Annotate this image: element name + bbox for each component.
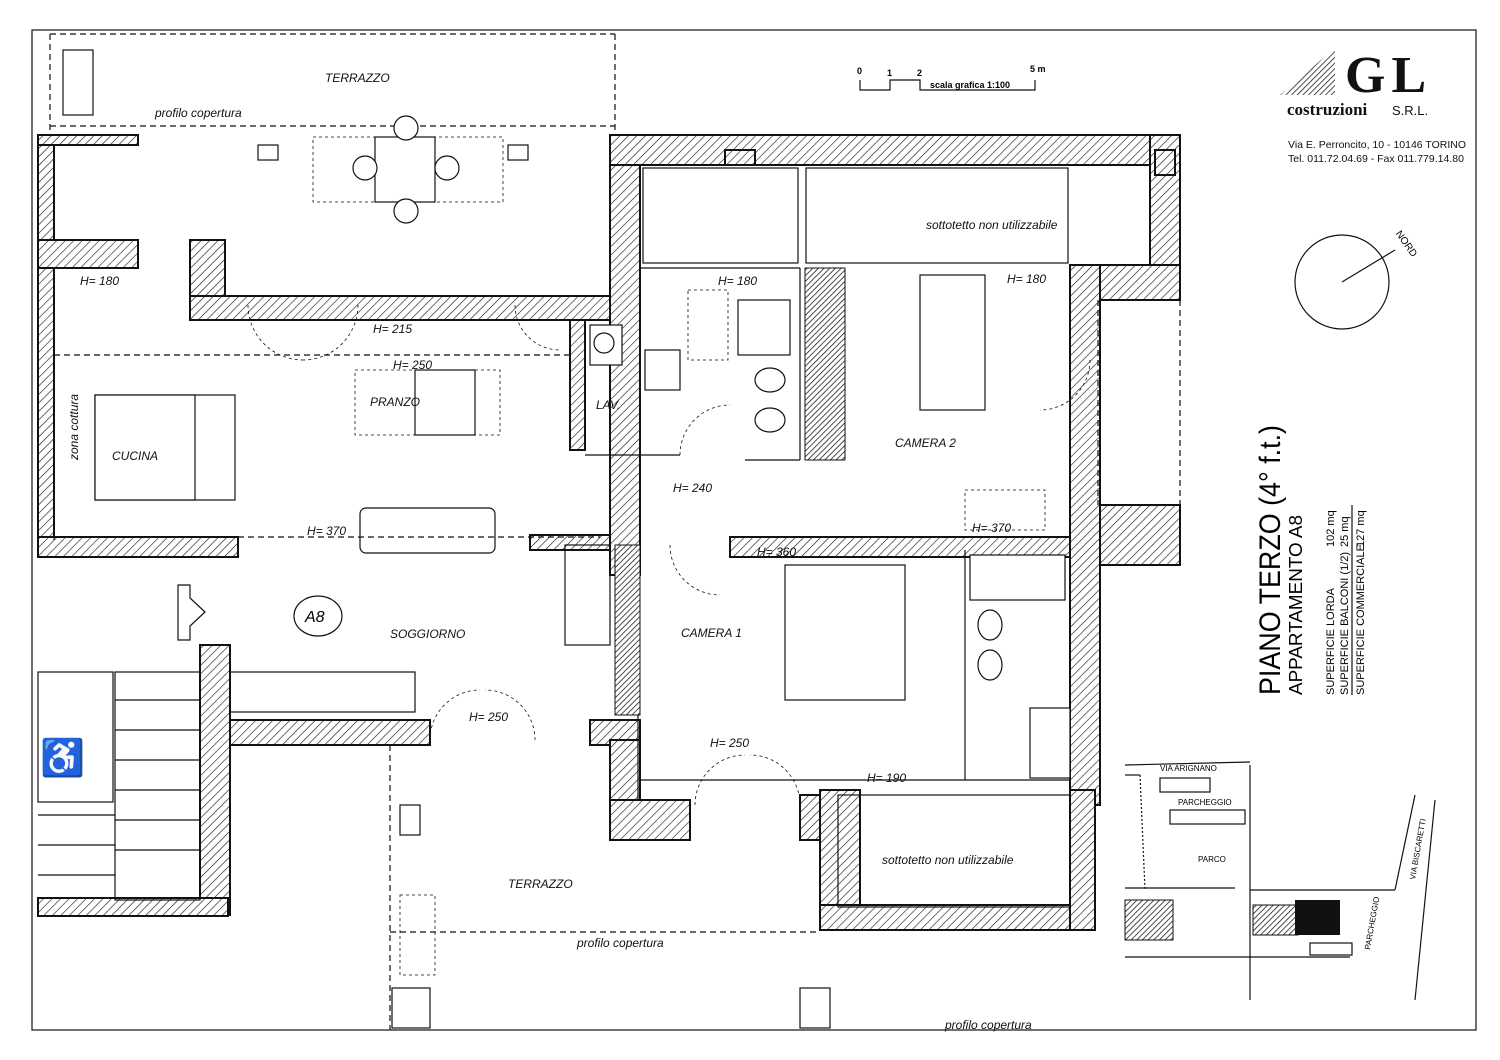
stairs bbox=[37, 671, 201, 901]
ceiling-height: H= 180 bbox=[718, 274, 757, 288]
ceiling-height: H= 190 bbox=[867, 771, 906, 785]
room-label-pranzo: PRANZO bbox=[370, 395, 420, 409]
entrance-arrow-icon bbox=[177, 584, 206, 641]
company-suffix: S.R.L. bbox=[1392, 103, 1428, 118]
area-label: SUPERFICIE LORDA bbox=[1325, 587, 1337, 695]
company-name: costruzioni bbox=[1287, 100, 1368, 119]
area-value: 102 mq bbox=[1325, 510, 1337, 547]
walls bbox=[37, 134, 1181, 931]
parking-label: PARCHEGGIO bbox=[1363, 896, 1381, 950]
area-label: SUPERFICIE BALCONI (1/2) bbox=[1339, 552, 1351, 695]
roof-profile-note: profilo copertura bbox=[154, 106, 242, 120]
roof-profile-note: profilo copertura bbox=[944, 1018, 1032, 1032]
logo-text: GL bbox=[1345, 47, 1432, 104]
room-label-terrazzo: TERRAZZO bbox=[325, 71, 390, 85]
scale-tick: 0 bbox=[857, 66, 862, 76]
ceiling-height: H= 250 bbox=[710, 736, 749, 750]
unit-tag-circle bbox=[293, 595, 343, 637]
apartment-title: APPARTAMENTO A8 bbox=[1286, 515, 1306, 695]
company-logo: GL costruzioni S.R.L. bbox=[1280, 47, 1432, 119]
site-map: VIA ARIGNANO PARCHEGGIO PARCO VIA BISCAR… bbox=[1124, 761, 1436, 1001]
ceiling-height: H= 360 bbox=[757, 545, 796, 559]
bottom-terrace bbox=[389, 745, 831, 1030]
scale-label: scala grafica 1:100 bbox=[930, 80, 1010, 90]
sheet-border bbox=[31, 29, 1477, 1031]
park-label: PARCO bbox=[1198, 855, 1226, 864]
area-label: SUPERFICIE COMMERCIALE bbox=[1355, 544, 1367, 695]
room-label-sottotetto: sottotetto non utilizzabile bbox=[882, 853, 1014, 867]
scale-bar: 0 1 2 5 m scala grafica 1:100 bbox=[857, 64, 1046, 91]
street-label: VIA BISCARETTI bbox=[1408, 818, 1428, 880]
ceiling-height: H= 250 bbox=[393, 358, 432, 372]
ceiling-height: H= 180 bbox=[1007, 272, 1046, 286]
company-contacts: Tel. 011.72.04.69 - Fax 011.779.14.80 bbox=[1288, 153, 1464, 165]
partitions bbox=[585, 267, 1070, 800]
ceiling-height: H= 180 bbox=[80, 274, 119, 288]
room-label-camera1: CAMERA 1 bbox=[681, 626, 742, 640]
floor-title: PIANO TERZO (4° f.t.) bbox=[1254, 425, 1287, 695]
room-label-cucina: CUCINA bbox=[112, 449, 158, 463]
room-label-sottotetto: sottotetto non utilizzabile bbox=[926, 218, 1058, 232]
title-block: PIANO TERZO (4° f.t.) APPARTAMENTO A8 SU… bbox=[1254, 425, 1367, 695]
room-label-lav: LAV. bbox=[596, 398, 620, 412]
area-value: 127 mq bbox=[1355, 510, 1367, 547]
unit-tag: A8 bbox=[304, 609, 325, 626]
scale-tick: 1 bbox=[887, 68, 892, 78]
room-label-camera2: CAMERA 2 bbox=[895, 436, 956, 450]
sofa-icon bbox=[359, 507, 496, 554]
room-label-terrazzo: TERRAZZO bbox=[508, 877, 573, 891]
room-label-soggiorno: SOGGIORNO bbox=[390, 627, 465, 641]
scale-tick: 5 m bbox=[1030, 64, 1046, 74]
wheelchair-icon: ♿ bbox=[40, 737, 85, 778]
ceiling-height: H= 370 bbox=[307, 524, 346, 538]
ceiling-height: H= 250 bbox=[469, 710, 508, 724]
ceiling-height: H= 215 bbox=[373, 322, 412, 336]
area-value: 25 mq bbox=[1339, 516, 1351, 547]
north-label: NORD bbox=[1393, 229, 1419, 259]
parking-label: PARCHEGGIO bbox=[1178, 798, 1232, 807]
ceiling-height: H= 370 bbox=[972, 521, 1011, 535]
ceiling-height: H= 240 bbox=[673, 481, 712, 495]
company-address: Via E. Perroncito, 10 - 10146 TORINO bbox=[1288, 139, 1466, 151]
zone-label-cottura: zona cottura bbox=[67, 394, 81, 461]
top-terrace bbox=[49, 33, 616, 224]
roof-profile-note: profilo copertura bbox=[576, 936, 664, 950]
street-label: VIA ARIGNANO bbox=[1160, 764, 1217, 773]
table-icon bbox=[374, 136, 436, 203]
scale-tick: 2 bbox=[917, 68, 922, 78]
compass-icon: NORD bbox=[1294, 229, 1419, 330]
